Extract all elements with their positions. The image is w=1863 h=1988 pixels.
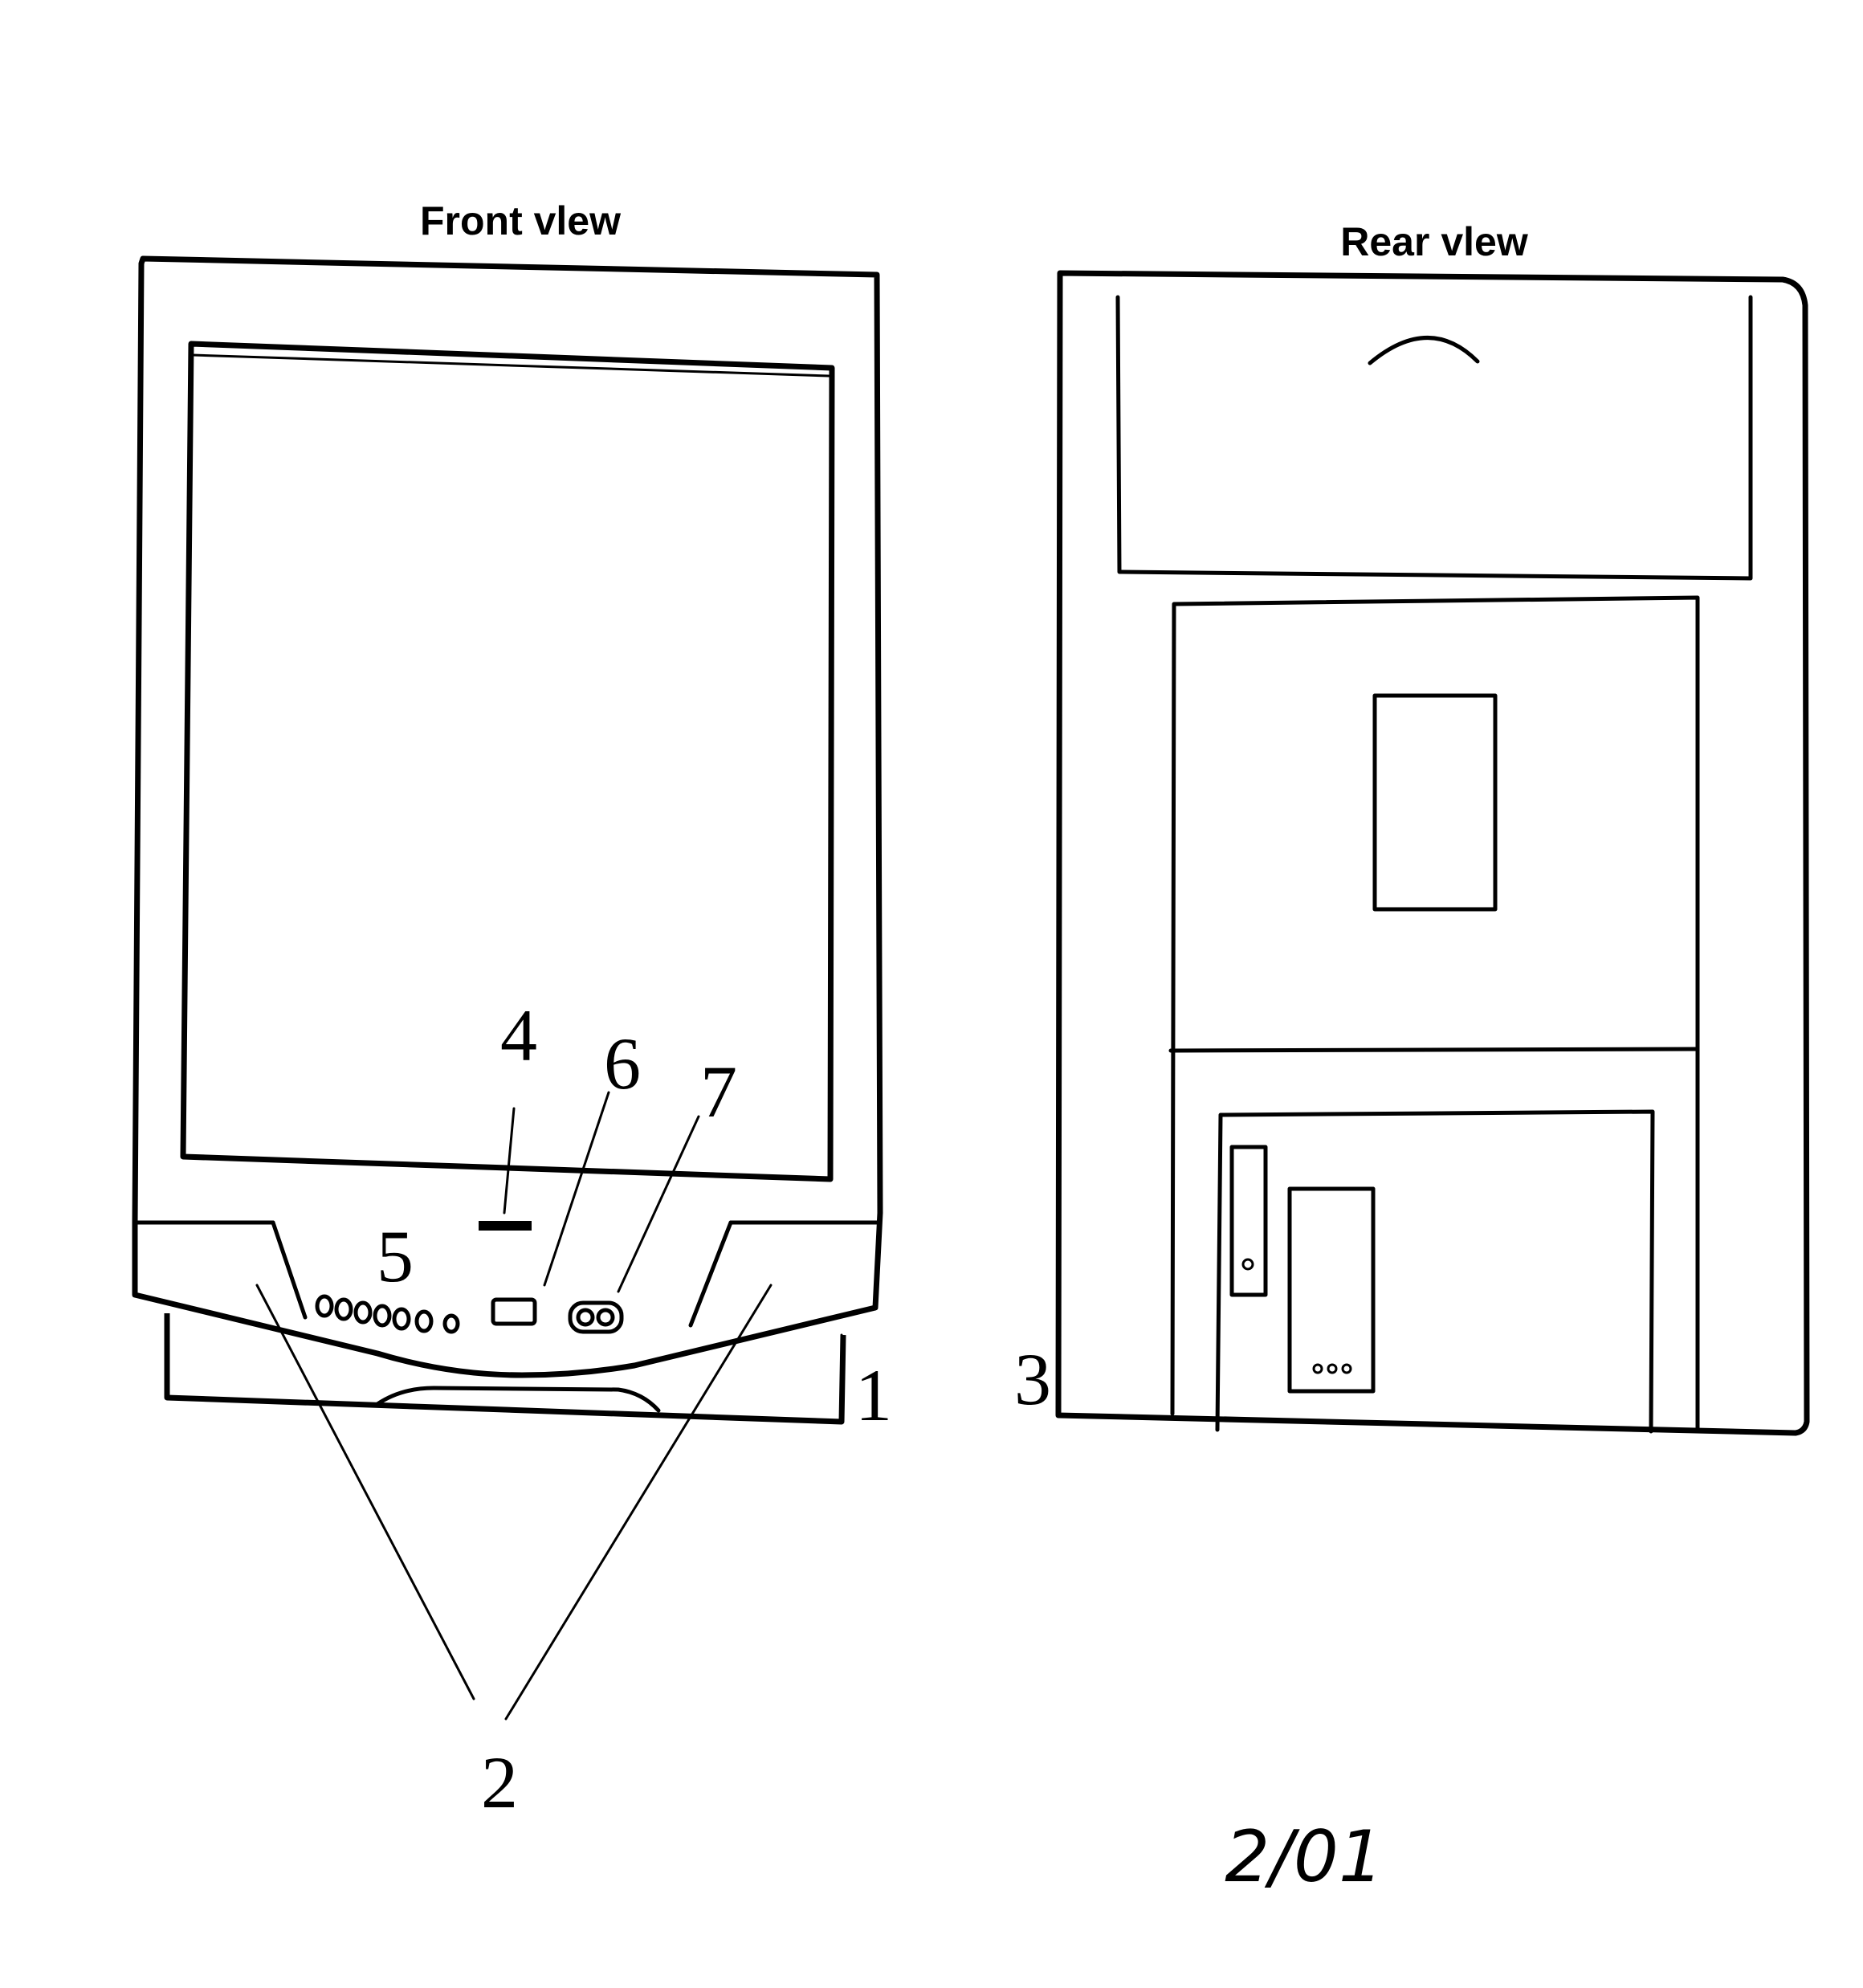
control-button [334, 1297, 353, 1321]
rear-connector-board [1215, 1109, 1655, 1434]
rear-label-plate [1372, 693, 1498, 912]
indicator-light [479, 1221, 532, 1231]
rear-av-panel [1287, 1186, 1376, 1394]
leader-6 [543, 1091, 610, 1287]
rear-panel-divider [1168, 1047, 1698, 1053]
rear-upper-hood [1115, 295, 1753, 581]
callout-3: 3 [1014, 1338, 1051, 1420]
control-button [315, 1294, 334, 1318]
control-buttons [315, 1294, 460, 1334]
leader-4 [503, 1107, 516, 1214]
callout-1: 1 [855, 1354, 892, 1436]
front-view-title: Front vlew [420, 198, 621, 243]
rear-main-panel [1170, 595, 1700, 1431]
callout-6: 6 [604, 1023, 641, 1104]
callout-2: 2 [481, 1741, 518, 1823]
jack-hole-right [596, 1308, 615, 1327]
page-number: 2/01 [1225, 1815, 1384, 1898]
control-button [392, 1307, 411, 1331]
leader-2-right [504, 1284, 773, 1721]
screen-top-edge [191, 353, 830, 378]
callout-4: 4 [500, 994, 537, 1076]
control-button [373, 1304, 392, 1328]
control-button [442, 1313, 460, 1334]
headphone-jack [568, 1300, 624, 1334]
control-button [414, 1309, 434, 1333]
rear-port-strip [1229, 1145, 1268, 1297]
rear-cabinet-outline [1055, 270, 1810, 1436]
leader-2-left [255, 1284, 475, 1700]
callout-7: 7 [700, 1051, 737, 1133]
leader-7 [617, 1115, 700, 1293]
front-screen [180, 341, 835, 1182]
rear-view-title: Rear vlew [1340, 219, 1528, 264]
callout-5: 5 [377, 1215, 414, 1297]
front-cabinet-outline [132, 255, 883, 1378]
rear-handle [1368, 336, 1480, 365]
rear-av-jack [1341, 1363, 1352, 1374]
front-base-recess [375, 1386, 661, 1413]
rear-av-jack [1312, 1363, 1323, 1374]
control-panel-left-bevel [271, 1220, 308, 1320]
rear-av-jack [1327, 1363, 1338, 1374]
jack-hole-left [576, 1308, 595, 1327]
power-switch [491, 1297, 537, 1326]
control-panel-right-bevel [688, 1220, 733, 1328]
rear-port [1241, 1258, 1254, 1271]
control-button [353, 1300, 373, 1325]
